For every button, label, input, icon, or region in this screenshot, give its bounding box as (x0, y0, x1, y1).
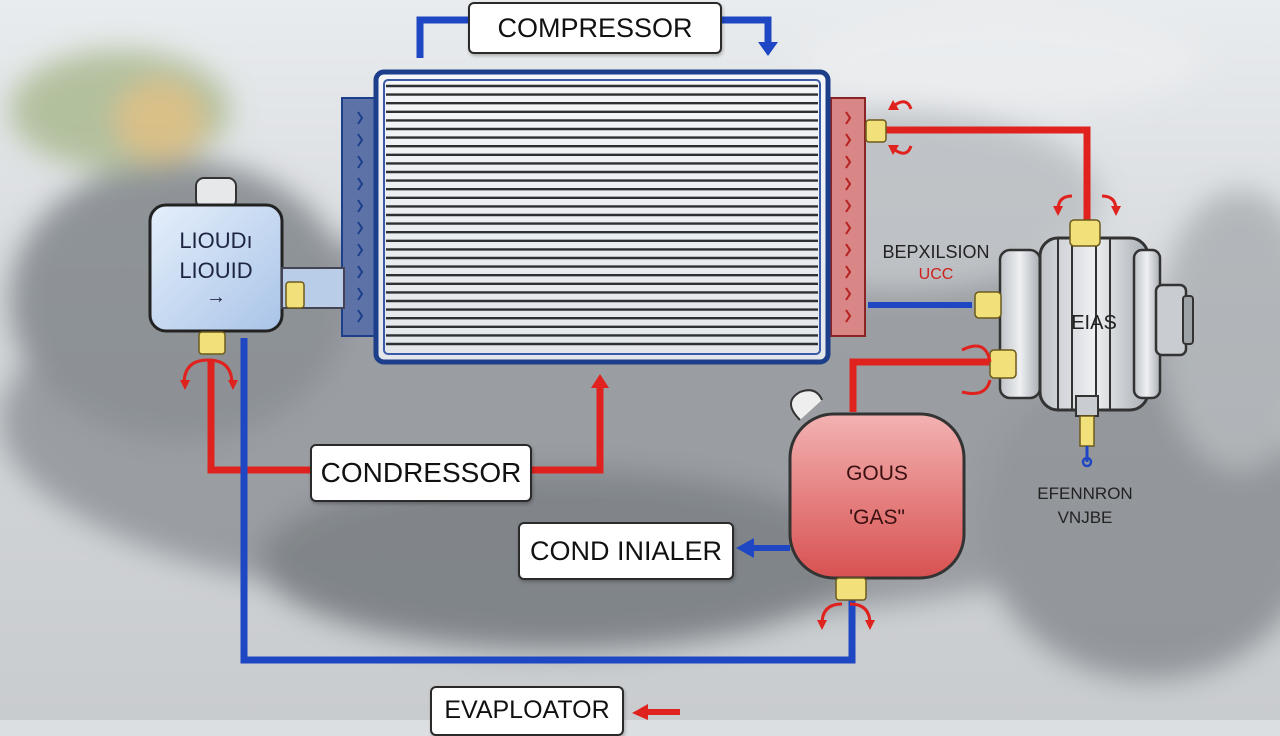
arrow-icon (632, 704, 648, 720)
flow-arrow-icon (357, 221, 364, 235)
accumulator-tank (788, 389, 966, 630)
arrow-icon (591, 374, 609, 388)
flow-arrow-icon (845, 177, 852, 191)
flow-arrow-icon (845, 199, 852, 213)
compressor-body-label: EIAS (1071, 312, 1117, 334)
label-compressor-top: COMPRESSOR (468, 2, 722, 54)
label-evaplorator: EVAPLOATOR (430, 686, 624, 736)
flow-arrow-icon (357, 177, 364, 191)
flow-arrow-icon (357, 309, 364, 323)
label-condressor: CONDRESSOR (310, 444, 532, 502)
receiver-label-line1: LIOUDı (179, 228, 253, 253)
ac-system-diagram (0, 0, 1280, 720)
flow-arrow-icon (357, 133, 364, 147)
receiver-drier (148, 177, 345, 390)
flow-arrow-icon (357, 243, 364, 257)
flow-arrow-icon (357, 111, 364, 125)
flow-arrow-icon (845, 265, 852, 279)
compressor (961, 194, 1194, 468)
tank-label-line2: 'GAS" (849, 506, 905, 529)
fitting-icon (198, 331, 226, 355)
receiver-label-line2: LIOUID (179, 258, 253, 283)
cold-line-top-right (722, 16, 772, 44)
hot-line-suction (849, 358, 990, 412)
arrow-icon (736, 538, 754, 558)
bepxilsion-label-line1: BEPXILSION (882, 242, 990, 262)
hot-line-condressor (528, 385, 604, 474)
flow-arrow-icon (845, 221, 852, 235)
fitting-icon (974, 291, 1002, 319)
cold-line-top (416, 16, 468, 58)
cold-line-loop (240, 338, 856, 664)
fitting-icon (835, 577, 867, 601)
label-cond-inialer: COND INIALER (518, 522, 734, 580)
flow-arrow-icon (357, 287, 364, 301)
hot-line-receiver (207, 360, 310, 474)
flow-arrow-icon (845, 133, 852, 147)
condenser (341, 69, 866, 365)
fitting-icon (285, 281, 305, 309)
fitting-icon (989, 349, 1017, 379)
flow-arrow-icon (845, 155, 852, 169)
hot-line-discharge (882, 126, 1091, 222)
flow-arrow-icon (357, 199, 364, 213)
efenron-label-line1: EFENNRON (1037, 484, 1133, 503)
flow-arrow-icon (357, 265, 364, 279)
flow-arrow-icon (845, 111, 852, 125)
bepxilsion-label-line2: UCC (918, 266, 954, 283)
fitting-icon (865, 119, 887, 143)
tank-label-line1: GOUS (846, 462, 908, 485)
fitting-icon (1069, 219, 1101, 247)
flow-arrow-icon (845, 287, 852, 301)
efenron-label-line2: VNJBE (1057, 508, 1113, 527)
flow-arrow-icon (357, 155, 364, 169)
receiver-arrow-icon: → (206, 286, 226, 308)
flow-arrow-icon (845, 243, 852, 257)
arrow-icon (758, 42, 778, 56)
flow-arrow-icon (845, 309, 852, 323)
